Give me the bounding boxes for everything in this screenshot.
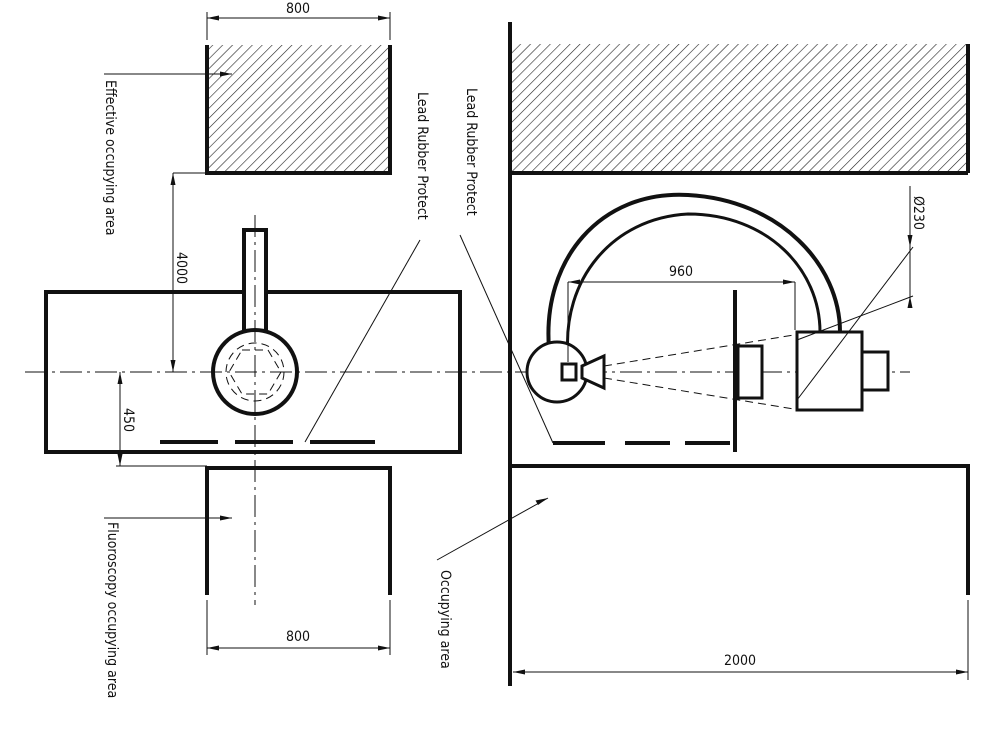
occupying-area-label: Occupying area <box>437 570 453 669</box>
dimension-bottom-800-label: 800 <box>286 629 310 645</box>
occupying-area-leader <box>436 497 549 561</box>
dimension-top-800-label: 800 <box>286 1 310 17</box>
dimension-450: 450 <box>116 372 207 467</box>
effective-area-outline <box>205 45 392 175</box>
right-hatch-area <box>510 44 968 173</box>
effective-area-leader-arrow <box>220 71 232 77</box>
dimension-2000: 2000 <box>513 600 969 680</box>
diameter-leader-1 <box>796 246 914 401</box>
arm-stem <box>242 228 268 334</box>
intensifier-camera <box>860 350 890 392</box>
head-inner-hexagon <box>228 349 282 395</box>
occupying-area-leader-arrow <box>535 498 548 505</box>
detector-mount <box>736 344 764 400</box>
dimension-4000: 4000 <box>170 172 207 372</box>
dimension-bottom-800: 800 <box>206 600 391 655</box>
dimension-top-800: 800 <box>206 1 391 40</box>
dimension-960-label: 960 <box>669 264 693 280</box>
lead-rubber-left-leader <box>304 239 421 443</box>
fluoroscopy-area-outline <box>205 466 392 595</box>
dimension-2000-label: 2000 <box>724 653 756 669</box>
beam-upper-line <box>603 333 801 367</box>
xray-tube-head <box>525 340 589 404</box>
lead-rubber-left-label: Lead Rubber Protect <box>414 92 430 220</box>
dimension-450-label: 450 <box>120 408 136 432</box>
dimension-4000-label: 4000 <box>173 252 189 284</box>
dimension-diameter: Ø230 <box>907 186 926 308</box>
c-arm-outer-arc <box>546 192 842 349</box>
effective-area-hatch <box>207 45 390 173</box>
beam-lower-line <box>603 377 801 411</box>
image-intensifier <box>795 330 864 412</box>
fluoroscopy-area-label: Fluoroscopy occupying area <box>104 522 120 698</box>
effective-area-label: Effective occupying area <box>102 80 118 235</box>
diameter-leader-2 <box>796 295 914 341</box>
dimension-diameter-label: Ø230 <box>910 196 926 230</box>
fluoroscopy-area-leader-arrow <box>220 515 232 521</box>
collimator <box>580 353 606 391</box>
c-arm-inner-arc <box>566 212 822 356</box>
lead-rubber-right-label: Lead Rubber Protect <box>463 88 479 216</box>
xray-tube-focus <box>560 362 578 382</box>
lead-rubber-right-leader <box>459 234 554 444</box>
occupying-area-outline <box>510 464 970 595</box>
dimension-960: 960 <box>567 264 796 362</box>
